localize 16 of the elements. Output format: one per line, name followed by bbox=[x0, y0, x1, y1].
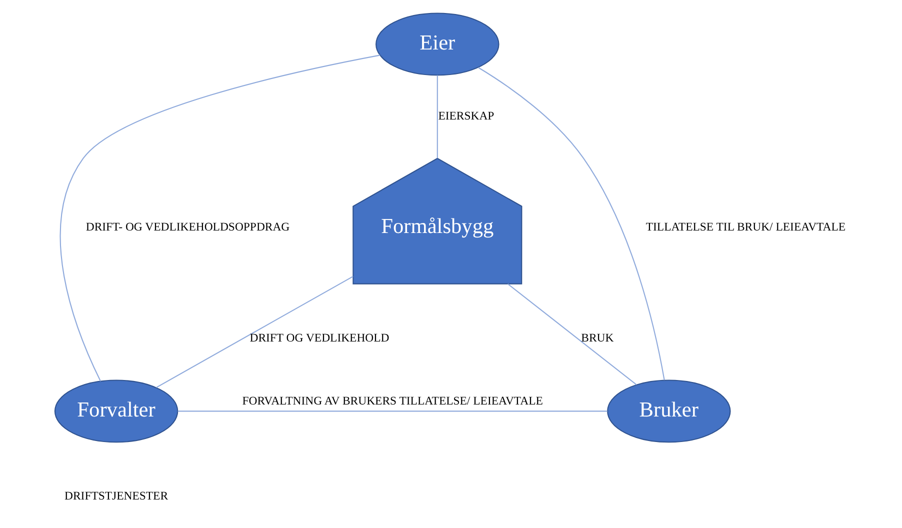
edge-label: BRUK bbox=[581, 331, 614, 344]
edge-label: DRIFT- OG VEDLIKEHOLDSOPPDRAG bbox=[86, 220, 290, 234]
connector bbox=[156, 275, 354, 388]
connector bbox=[478, 66, 665, 380]
connector bbox=[178, 410, 608, 412]
node-ellipse: Eier bbox=[376, 12, 500, 76]
connector bbox=[507, 283, 637, 385]
connector bbox=[436, 74, 438, 158]
node-ellipse: Bruker bbox=[607, 379, 731, 442]
connector bbox=[60, 54, 380, 381]
node-ellipse: Forvalter bbox=[54, 379, 178, 442]
edge-label: FORVALTNING AV BRUKERS TILLATELSE/ LEIEAVTALE bbox=[242, 394, 543, 408]
edge-label: TILLATELSE TIL BRUK/ LEIEAVTALE bbox=[646, 220, 846, 234]
edge-label: DRIFT OG VEDLIKEHOLD bbox=[250, 331, 390, 344]
label: DRIFTSTJENESTER bbox=[64, 489, 168, 502]
edge-label: EIERSKAP bbox=[438, 109, 494, 122]
